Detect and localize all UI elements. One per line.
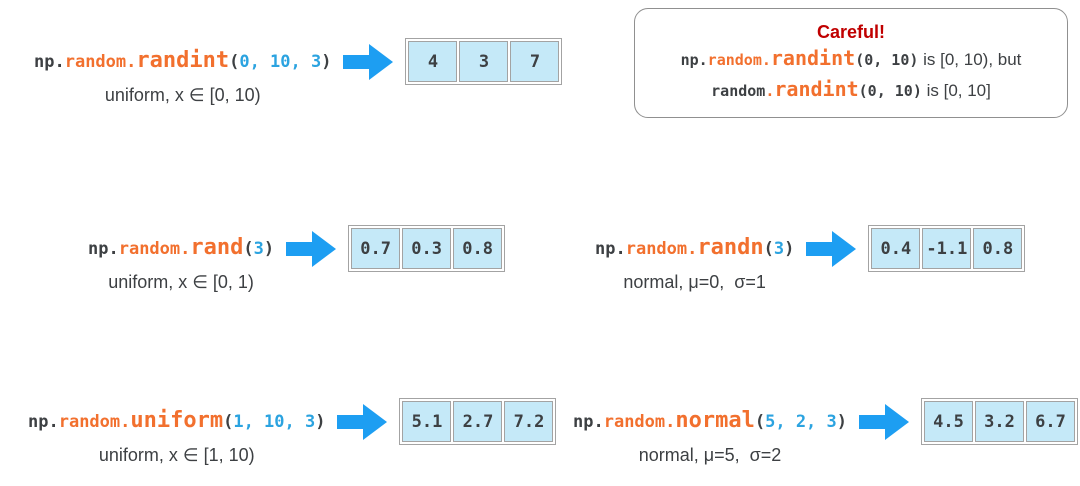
code-segment-plain: ( [754, 412, 766, 432]
code-segment-func: randint [770, 46, 856, 70]
code-segment-module: random. [58, 412, 131, 432]
code-segment-func: uniform [130, 408, 224, 433]
array-cell: 6.7 [1026, 401, 1076, 442]
careful-note: Careful! np.random.randint(0, 10) is [0,… [634, 8, 1068, 118]
code-line: np.random.randint(0, 10, 3) [34, 48, 331, 75]
code-segment-plain: ) [315, 412, 326, 432]
code-segment-plain: ) [836, 412, 848, 432]
array-cell: 0.7 [351, 228, 401, 269]
code-segment-module: random. [64, 52, 137, 72]
right-arrow-icon [337, 402, 388, 442]
code-segment-plain: (0, 10) [855, 51, 919, 69]
code-segment-plain: ) [321, 52, 332, 72]
example-randint: np.random.randint(0, 10, 3) uniform, x ∈… [34, 38, 563, 106]
example-randn: np.random.randn(3) normal, μ=0, σ=1 0.4-… [595, 225, 1026, 293]
code-segment-module: random. [707, 51, 771, 69]
careful-line-2: random.randint(0, 10) is [0, 10] [711, 75, 991, 106]
code-segment-func: randint [136, 48, 230, 73]
example-rand: np.random.rand(3) uniform, x ∈ [0, 1) 0.… [88, 225, 506, 293]
code-segment-plain: np. [34, 52, 65, 72]
code-segment-func: randint [774, 77, 859, 101]
right-arrow-icon [806, 229, 857, 269]
code-line: np.random.randn(3) [595, 235, 794, 262]
code-segment-prose: is [0, 10] [921, 81, 991, 100]
distribution-subtitle: uniform, x ∈ [0, 1) [108, 272, 254, 292]
code-segment-plain: np. [595, 239, 626, 259]
code-segment-plain: np. [573, 412, 604, 432]
code-segment-module: random. [118, 239, 191, 259]
array-cell: 0.3 [402, 228, 452, 269]
careful-title: Careful! [816, 22, 885, 42]
code-segment-plain: np. [680, 51, 708, 69]
code-segment-func: rand [190, 235, 244, 260]
code-segment-plain: (0, 10) [858, 82, 922, 100]
distribution-subtitle: normal, μ=0, σ=1 [623, 272, 766, 292]
code-segment-func: normal [675, 408, 755, 433]
code-segment-plain: ( [763, 239, 774, 259]
right-arrow-icon [859, 402, 910, 442]
code-segment-module: random. [603, 412, 676, 432]
code-line: np.random.normal(5, 2, 3) [573, 408, 847, 435]
array-cell: -1.1 [922, 228, 972, 269]
code-segment-module: random. [625, 239, 698, 259]
code-line: np.random.uniform(1, 10, 3) [28, 408, 325, 435]
right-arrow-icon [343, 42, 394, 82]
code-line: np.random.rand(3) [88, 235, 274, 262]
code-caption: np.random.randn(3) normal, μ=0, σ=1 [595, 235, 794, 293]
code-segment-func: randn [697, 235, 764, 260]
right-arrow-icon [286, 229, 337, 269]
example-normal: np.random.normal(5, 2, 3) normal, μ=5, σ… [573, 398, 1079, 466]
array-cell: 3.2 [975, 401, 1025, 442]
code-caption: np.random.uniform(1, 10, 3) uniform, x ∈… [28, 408, 325, 466]
code-segment-plain: random [711, 82, 766, 100]
code-segment-plain: np. [28, 412, 59, 432]
array-cell: 0.8 [973, 228, 1023, 269]
array-cell: 3 [459, 41, 509, 82]
code-segment-module: . [765, 82, 775, 100]
code-segment-plain: np. [88, 239, 119, 259]
array-cell: 0.8 [453, 228, 503, 269]
code-segment-plain: ( [229, 52, 240, 72]
distribution-subtitle: uniform, x ∈ [0, 10) [104, 85, 261, 105]
array-cell: 2.7 [453, 401, 503, 442]
distribution-subtitle: uniform, x ∈ [1, 10) [98, 445, 255, 465]
code-segment-prose: is [0, 10), but [918, 50, 1022, 69]
code-segment-plain: ( [223, 412, 234, 432]
careful-line-1: np.random.randint(0, 10) is [0, 10), but [681, 44, 1022, 75]
array-cell: 7.2 [504, 401, 554, 442]
code-segment-plain: ) [263, 239, 275, 259]
code-caption: np.random.randint(0, 10, 3) uniform, x ∈… [34, 48, 331, 106]
code-segment-args: 3 [773, 239, 785, 259]
code-segment-args: 0, 10, 3 [239, 52, 322, 72]
code-segment-plain: ) [784, 239, 795, 259]
code-segment-args: 3 [253, 239, 264, 259]
array-cell: 0.4 [871, 228, 921, 269]
code-segment-args: 5, 2, 3 [765, 412, 837, 432]
distribution-subtitle: normal, μ=5, σ=2 [638, 445, 782, 465]
code-caption: np.random.rand(3) uniform, x ∈ [0, 1) [88, 235, 274, 293]
code-segment-args: 1, 10, 3 [233, 412, 316, 432]
example-uniform: np.random.uniform(1, 10, 3) uniform, x ∈… [28, 398, 557, 466]
array-cell: 5.1 [402, 401, 452, 442]
array-cell: 4 [408, 41, 458, 82]
array-cell: 4.5 [924, 401, 974, 442]
array-cell: 7 [510, 41, 560, 82]
code-segment-plain: ( [243, 239, 254, 259]
code-caption: np.random.normal(5, 2, 3) normal, μ=5, σ… [573, 408, 847, 466]
